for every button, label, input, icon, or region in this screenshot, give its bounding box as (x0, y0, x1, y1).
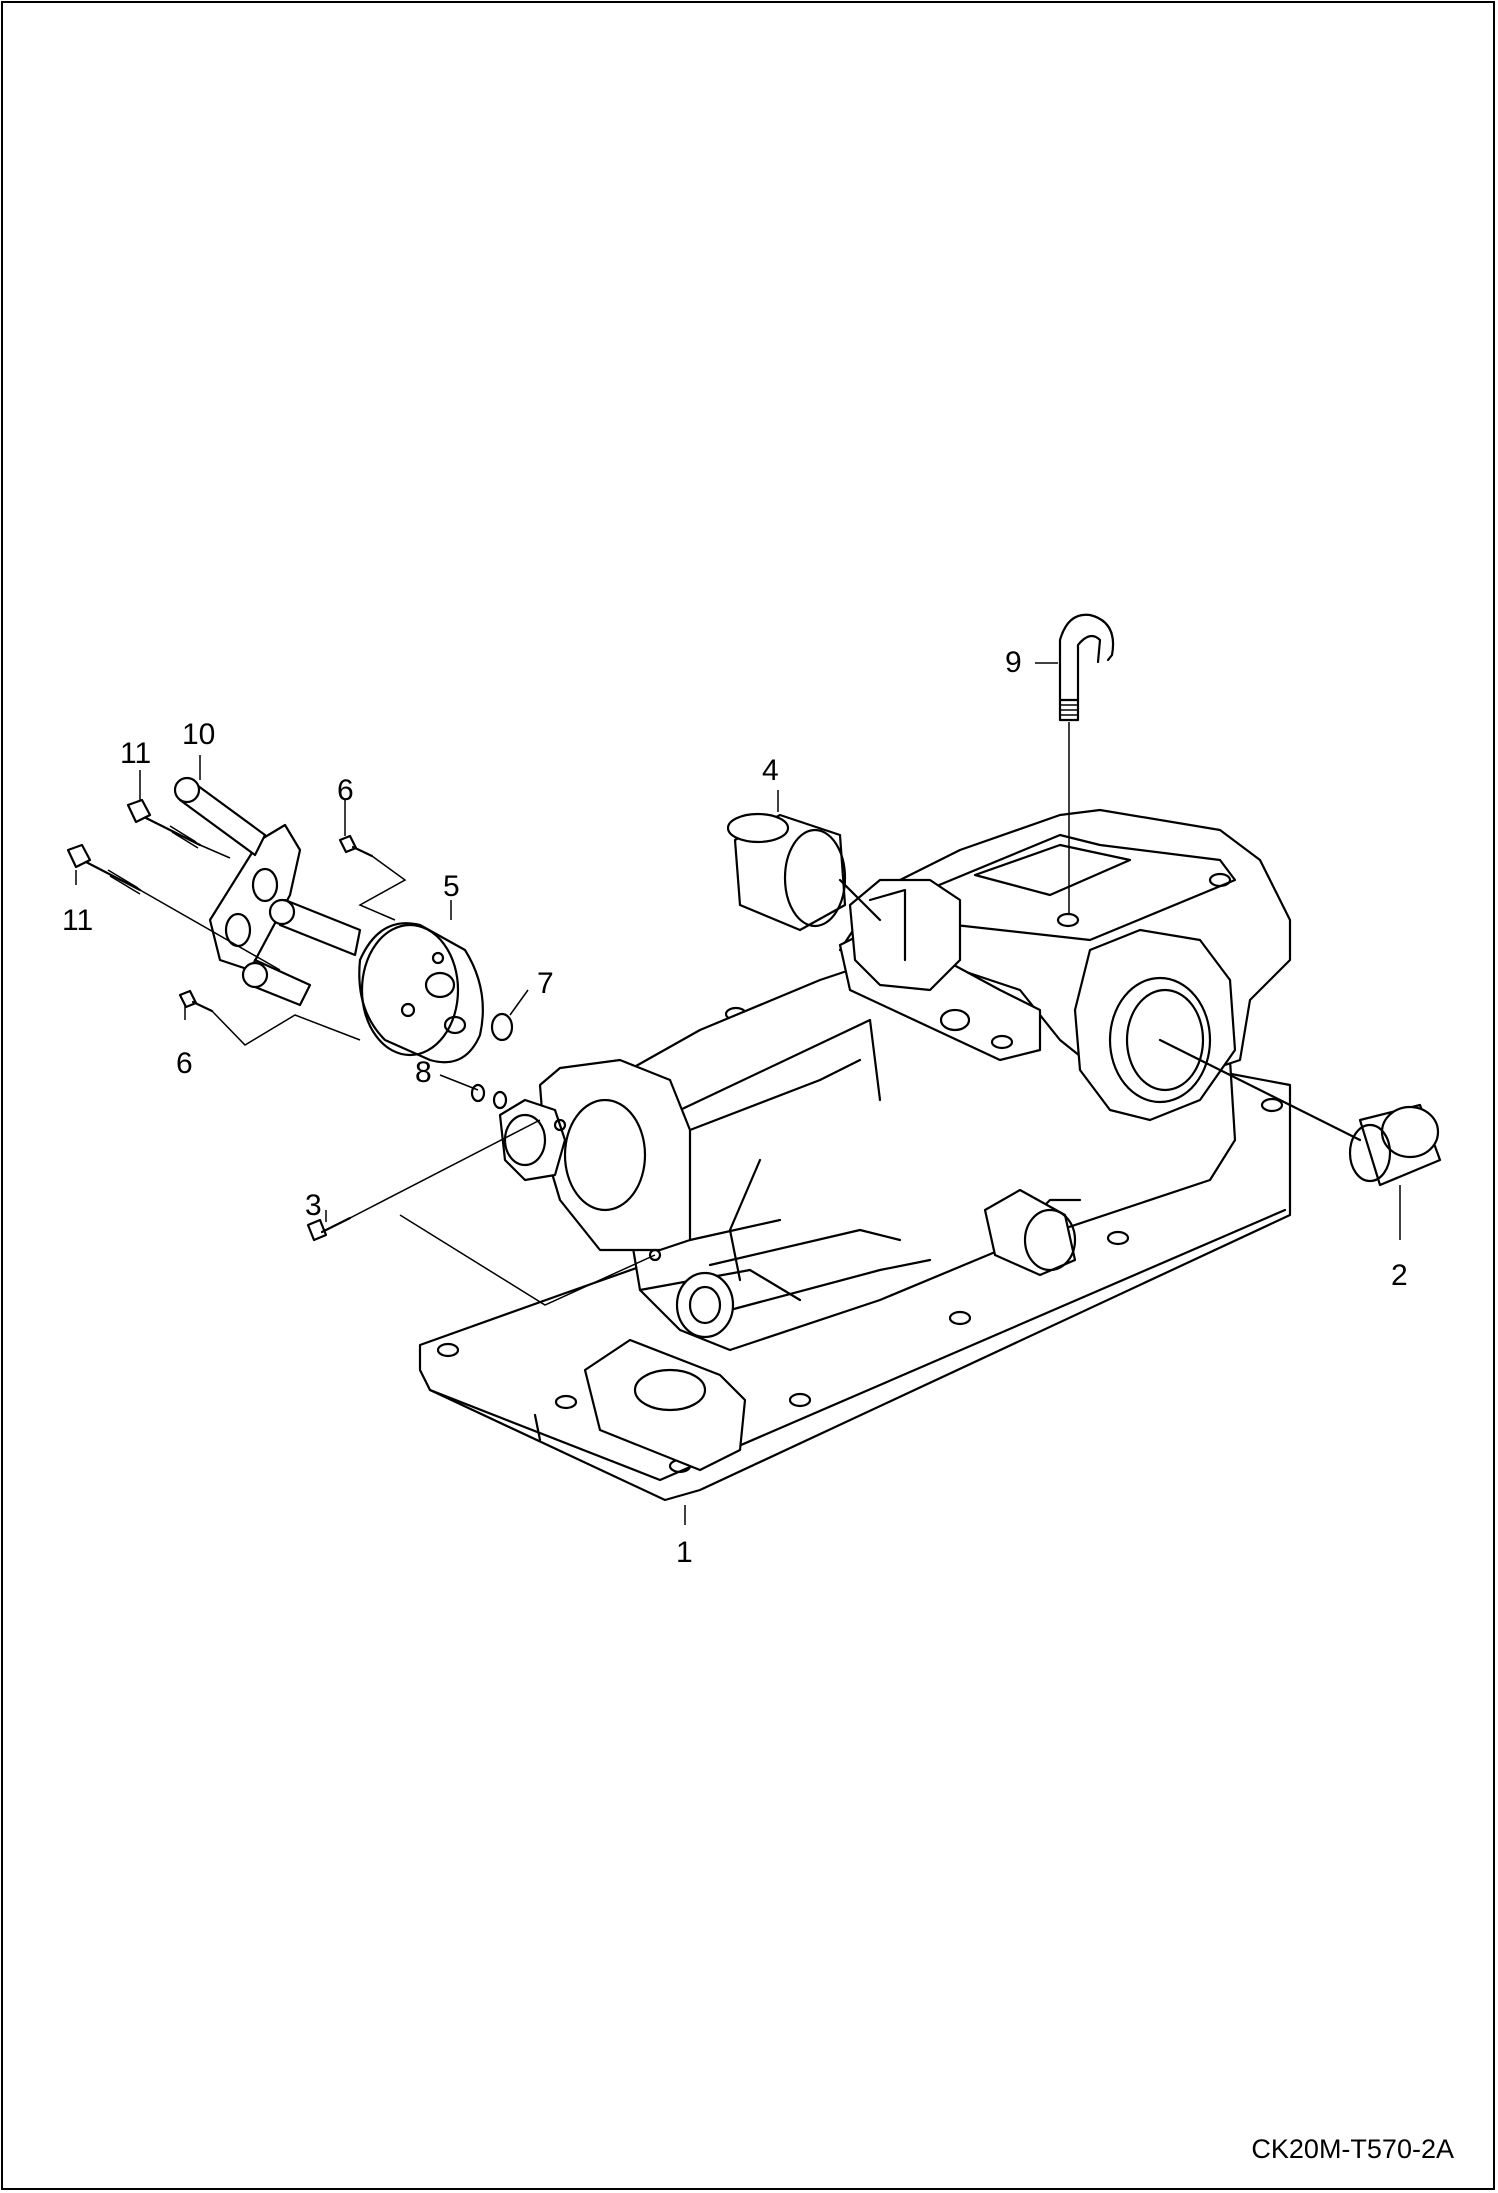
o-rings-small (470, 1083, 508, 1110)
callout-2: 2 (1391, 1259, 1408, 1292)
bolt-6b (178, 989, 361, 1046)
drawing-code: CK20M-T570-2A (1251, 2134, 1454, 2164)
callout-7: 7 (537, 967, 554, 1000)
bolt-6a (338, 834, 407, 921)
leader-lines (75, 662, 1401, 1525)
callout-11-lower: 11 (62, 904, 93, 937)
o-ring-large (490, 1012, 514, 1042)
bracket (173, 776, 362, 1007)
callout-6-upper: 6 (337, 774, 354, 807)
callout-6-lower: 6 (176, 1047, 193, 1080)
bolt-3 (306, 1119, 656, 1306)
callout-8: 8 (415, 1056, 432, 1089)
callout-1: 1 (676, 1536, 693, 1569)
callout-10: 10 (182, 718, 215, 751)
bushing-left (726, 812, 882, 932)
bolt-11b (66, 843, 281, 971)
bushing-right (1158, 1038, 1442, 1187)
callout-9: 9 (1005, 646, 1022, 679)
bolt-11a (126, 798, 231, 859)
callout-4: 4 (762, 754, 779, 787)
cover (358, 922, 484, 1064)
callout-labels: 1 2 3 4 5 6 6 7 8 9 10 11 11 (62, 646, 1408, 1569)
callout-5: 5 (443, 870, 460, 903)
callout-3: 3 (305, 1189, 322, 1222)
hook (1058, 613, 1115, 915)
callout-11-upper: 11 (120, 737, 151, 770)
transmission-housing (418, 808, 1292, 1502)
